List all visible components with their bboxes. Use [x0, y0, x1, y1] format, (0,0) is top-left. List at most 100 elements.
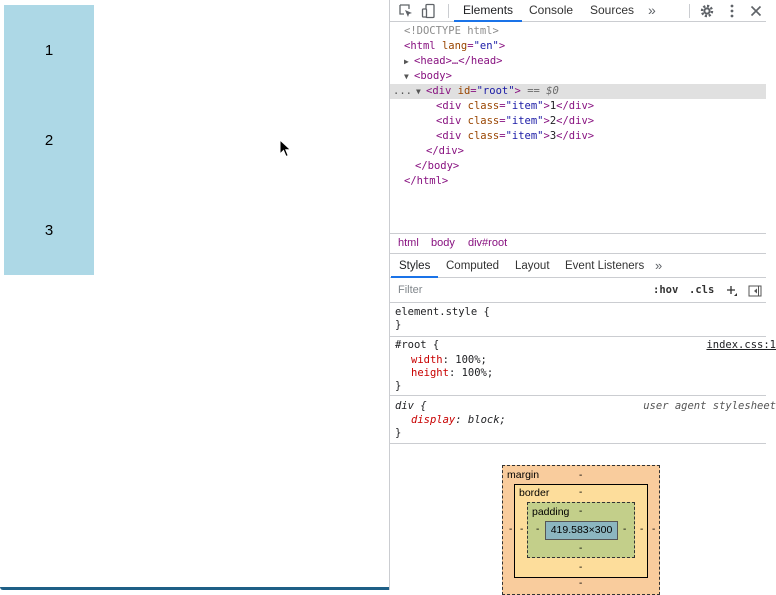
- box-model-content-size[interactable]: 419.583×300: [545, 521, 618, 540]
- dom-node-item[interactable]: <div class="item">1</div>: [436, 100, 595, 112]
- inspect-element-icon[interactable]: [398, 3, 414, 19]
- border-left-value: -: [520, 524, 524, 535]
- tag-text: </div>: [426, 145, 464, 157]
- toolbar-divider: [448, 4, 449, 18]
- styles-tabbar: Styles Computed Layout Event Listeners »: [390, 255, 766, 278]
- tag-text: </div>: [556, 130, 595, 142]
- breadcrumb: html body div#root: [390, 233, 766, 254]
- border-top-value: -: [579, 487, 583, 498]
- dom-node-item[interactable]: <div class="item">2</div>: [436, 115, 595, 127]
- attr-name: id: [457, 85, 471, 97]
- more-styles-tabs-button[interactable]: »: [655, 255, 662, 278]
- expand-triangle-icon[interactable]: ▶: [404, 57, 409, 66]
- dom-tree: <!DOCTYPE html> <html lang="en"> ▶ <head>…: [390, 22, 766, 232]
- attr-value: "item": [505, 130, 544, 142]
- devtools-toolbar: Elements Console Sources »: [390, 0, 766, 22]
- tag-text: <head>…</head>: [414, 55, 503, 67]
- attr-value: "en": [473, 40, 499, 52]
- attr-name: lang: [441, 40, 468, 52]
- dom-node-html-close[interactable]: </html>: [390, 174, 766, 189]
- item-box-2[interactable]: 2: [4, 95, 94, 185]
- tab-sources[interactable]: Sources: [590, 0, 634, 22]
- css-property: height: [411, 367, 449, 379]
- breadcrumb-html[interactable]: html: [398, 237, 419, 249]
- breadcrumb-body[interactable]: body: [431, 237, 455, 249]
- dom-node-root-selected[interactable]: ... ▼<div id="root"> == $0: [390, 84, 766, 99]
- class-toggle[interactable]: .cls: [689, 284, 715, 296]
- item-box-1[interactable]: 1: [4, 5, 94, 95]
- filter-input[interactable]: Filter: [398, 284, 423, 296]
- tab-label: Console: [529, 3, 574, 17]
- padding-right-value: -: [623, 524, 627, 535]
- rule-source-label: user agent stylesheet: [643, 400, 776, 412]
- attr-name: class: [467, 100, 500, 112]
- tab-event-listeners[interactable]: Event Listeners: [565, 255, 644, 278]
- tab-label: Layout: [515, 260, 550, 272]
- css-value: block;: [467, 414, 506, 426]
- close-icon[interactable]: [748, 3, 764, 19]
- tab-elements[interactable]: Elements: [454, 0, 523, 22]
- padding-label: padding: [532, 506, 570, 518]
- node-text: 1: [549, 100, 557, 112]
- dom-node-item[interactable]: <div class="item">3</div>: [436, 130, 595, 142]
- padding-bottom-value: -: [579, 543, 583, 554]
- tab-label: Styles: [399, 260, 431, 272]
- tag-text: </div>: [556, 100, 595, 112]
- rule-selector[interactable]: element.style {: [395, 306, 490, 318]
- tag-text: </body>: [415, 160, 460, 172]
- dom-node-head[interactable]: ▶ <head>…</head>: [390, 54, 766, 69]
- collapse-triangle-icon[interactable]: ▼: [416, 87, 421, 96]
- doctype-text: <!DOCTYPE html>: [404, 25, 499, 37]
- tag-text: <html: [404, 40, 436, 52]
- tag-text: <body>: [414, 70, 452, 82]
- item-box-3[interactable]: 3: [4, 185, 94, 275]
- device-toolbar-icon[interactable]: [421, 3, 437, 19]
- styles-filter-bar: Filter :hov .cls: [390, 279, 766, 303]
- hover-state-toggle[interactable]: :hov: [653, 284, 679, 296]
- margin-label: margin: [507, 469, 540, 481]
- dom-node-html[interactable]: <html lang="en">: [404, 40, 506, 52]
- toggle-sidebar-icon[interactable]: [748, 285, 762, 297]
- border-bottom-value: -: [579, 562, 583, 573]
- attr-name: class: [467, 115, 500, 127]
- tag-text: <div: [436, 115, 462, 127]
- css-value: 100%;: [461, 367, 494, 379]
- tag-text: <div: [436, 130, 462, 142]
- settings-gear-icon[interactable]: [699, 3, 715, 19]
- tag-text: <div: [426, 85, 452, 97]
- dom-node-body-close[interactable]: </body>: [390, 159, 766, 174]
- tab-label: Computed: [446, 260, 500, 272]
- rule-close: }: [395, 380, 402, 392]
- collapse-triangle-icon[interactable]: ▼: [404, 72, 409, 81]
- tag-text: </html>: [404, 175, 449, 187]
- tab-computed[interactable]: Computed: [446, 255, 499, 278]
- padding-top-value: -: [579, 506, 583, 517]
- css-declaration[interactable]: height: 100%;: [411, 367, 494, 379]
- node-actions-ellipsis-icon[interactable]: ...: [393, 85, 412, 97]
- rule-source-link[interactable]: index.css:1: [706, 339, 776, 351]
- tab-styles[interactable]: Styles: [391, 255, 439, 278]
- tab-label: Sources: [590, 3, 635, 17]
- more-options-icon[interactable]: [724, 3, 740, 19]
- bottom-edge: [0, 587, 389, 590]
- more-tabs-button[interactable]: »: [648, 0, 656, 22]
- devtools-panel: Elements Console Sources » <!DOCTYPE htm…: [389, 0, 776, 595]
- margin-bottom-value: -: [579, 578, 583, 589]
- dom-node-body[interactable]: ▼ <body>: [390, 69, 766, 84]
- css-declaration[interactable]: width: 100%;: [411, 354, 487, 366]
- margin-right-value: -: [652, 524, 656, 535]
- tab-console[interactable]: Console: [529, 0, 573, 22]
- node-text: 2: [549, 115, 557, 127]
- more-tabs-icon: »: [655, 258, 663, 273]
- dom-node-doctype[interactable]: <!DOCTYPE html>: [390, 24, 766, 39]
- tab-layout[interactable]: Layout: [515, 255, 550, 278]
- dom-node-div-close[interactable]: </div>: [390, 144, 766, 159]
- new-style-rule-icon[interactable]: [726, 285, 738, 297]
- tag-text: </div>: [556, 115, 595, 127]
- attr-value: "root": [476, 85, 515, 97]
- selected-node-marker: == $0: [527, 85, 559, 97]
- rule-selector[interactable]: #root {: [395, 339, 440, 351]
- rule-close: }: [395, 427, 402, 439]
- breadcrumb-div-root[interactable]: div#root: [468, 237, 508, 249]
- margin-left-value: -: [509, 524, 513, 535]
